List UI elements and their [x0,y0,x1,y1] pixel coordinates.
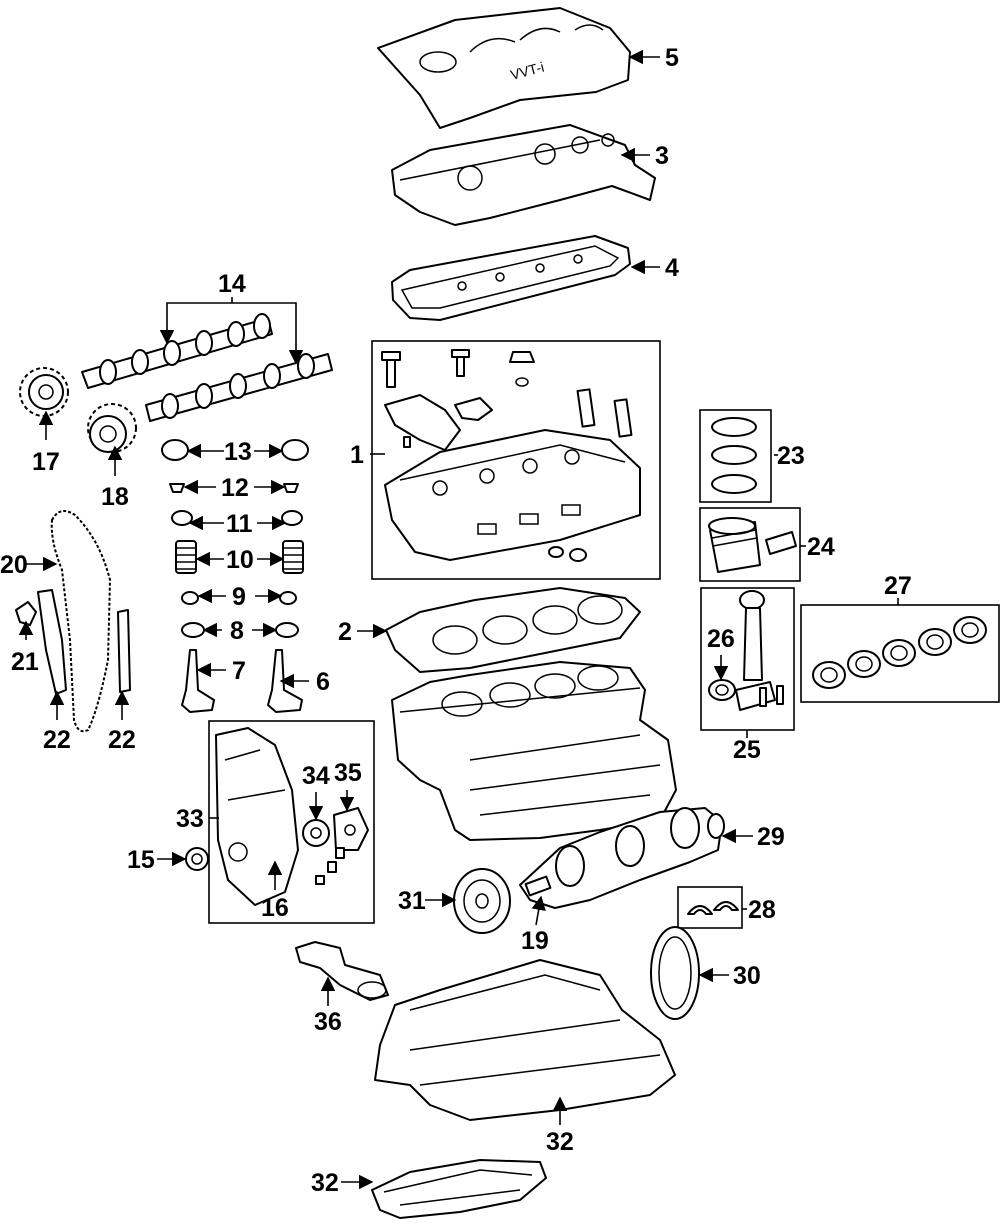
oil-pan-lower [371,1159,547,1219]
cam-sprocket-18 [87,403,137,453]
thrust-washers-box [677,886,743,929]
valve-lifter-pair [161,439,309,461]
callout-26: 26 [707,625,735,653]
crankshaft [519,807,725,909]
callout-25: 25 [733,736,761,764]
oil-pickup [295,941,389,1001]
callout-32-upper: 32 [546,1128,574,1156]
timing-cover [215,727,299,906]
callout-1: 1 [350,441,364,469]
connecting-rod [735,590,776,711]
callout-18: 18 [101,483,129,511]
engine-cover: VVT-i [377,7,631,129]
callout-28: 28 [748,896,776,924]
callout-9: 9 [232,583,246,611]
piston-rings [711,417,757,494]
exhaust-valve [267,649,303,713]
callout-35: 35 [334,759,362,787]
crank-seal [185,847,209,871]
callout-15: 15 [127,846,155,874]
callout-34: 34 [302,762,330,790]
head-gasket [385,587,641,673]
callout-36: 36 [314,1008,342,1036]
callout-27: 27 [884,572,912,600]
callout-2: 2 [338,618,352,646]
callout-24: 24 [807,533,835,561]
crank-pulley [453,868,511,934]
callout-21: 21 [11,648,39,676]
cylinder-head [381,349,641,562]
callout-4: 4 [665,254,679,282]
callout-5: 5 [665,44,679,72]
callout-7: 7 [232,657,246,685]
engine-block [391,661,677,841]
valve-cover [391,124,656,226]
camshaft-upper [81,313,273,389]
valve-cover-gasket [391,235,631,321]
callout-23: 23 [777,442,805,470]
callout-14: 14 [218,270,246,298]
oil-pump-fittings [315,847,345,885]
main-bearings-box [800,604,1000,703]
callout-22-left: 22 [43,726,71,754]
callout-16: 16 [261,894,289,922]
callout-17: 17 [32,448,60,476]
chain-tensioner [15,601,37,626]
callout-30: 30 [733,962,761,990]
callout-33: 33 [176,805,204,833]
callout-10: 10 [226,546,254,574]
callout-22-right: 22 [108,726,136,754]
callout-6: 6 [316,668,330,696]
valve-keeper-pair [169,483,299,493]
callout-20: 20 [0,551,28,579]
main-bearings [812,616,987,689]
piston-rings-box [699,409,772,503]
thrust-washers [687,901,739,915]
callout-labels: 5 3 4 1 2 6 7 8 9 10 11 12 13 14 17 18 2… [0,44,912,1197]
timing-chain [50,510,111,733]
callout-19: 19 [521,927,549,955]
rod-bearing [708,679,736,701]
oil-pump-cover [333,807,369,851]
valve-retainer-pair [171,510,303,526]
callout-32-lower: 32 [311,1169,339,1197]
piston-box [699,507,801,582]
piston-pin [765,531,797,555]
callout-3: 3 [655,142,669,170]
oil-pan-upper [374,959,676,1121]
callout-12: 12 [221,474,249,502]
rear-main-seal [650,926,700,1020]
callout-13: 13 [224,438,252,466]
callout-11: 11 [226,510,253,538]
chain-guide-left [37,589,67,695]
piston [708,517,761,573]
callout-31: 31 [398,887,426,915]
leader-lines [18,49,899,1190]
cylinder-head-box [371,340,661,580]
intake-valve [181,649,215,713]
chain-guide-right [117,609,131,693]
callout-29: 29 [757,823,785,851]
callout-8: 8 [230,617,244,645]
oil-pump-rotor [302,819,330,847]
timing-cover-box [208,720,375,924]
rod-bolts [759,685,784,707]
cam-sprocket-17 [19,367,69,417]
valve-seal-pair [181,591,297,605]
valve-spring-pair [175,540,304,574]
